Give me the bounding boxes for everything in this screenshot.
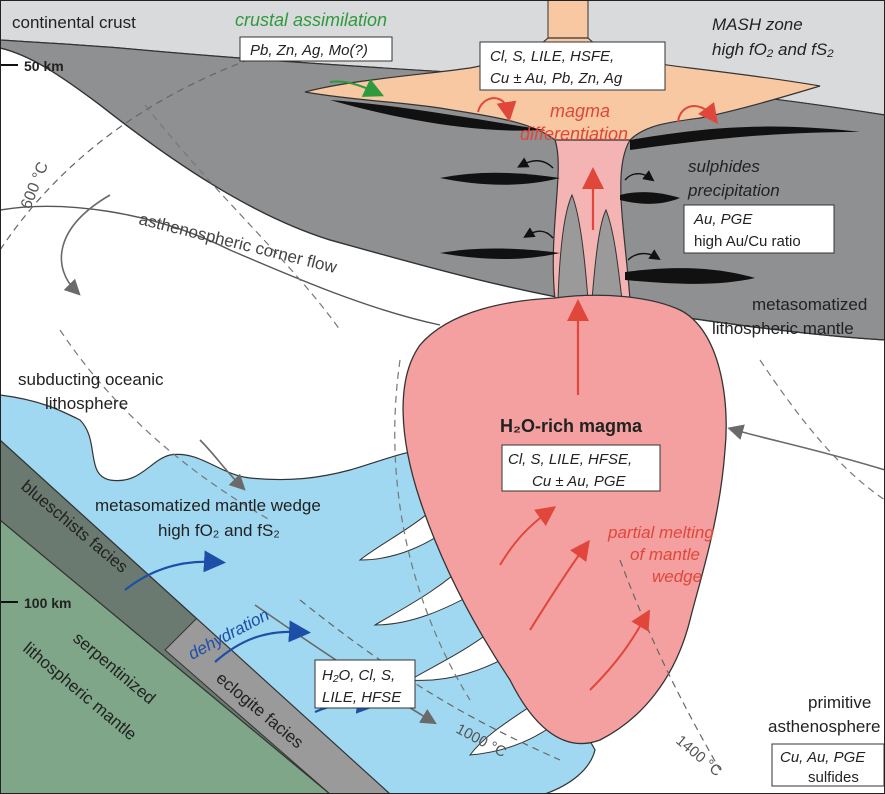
label-sulphides-2: precipitation: [687, 181, 780, 200]
label-primitive-1: primitive: [808, 693, 871, 712]
label-crust-box-2: Cu ± Au, Pb, Zn, Ag: [490, 70, 623, 87]
label-partial-2: of mantle: [630, 545, 700, 564]
label-partial-3: wedge: [652, 567, 702, 586]
label-magma-diff-2: differentiation: [520, 124, 628, 144]
label-magma-diff-1: magma: [550, 101, 610, 121]
label-wedge-1: metasomatized mantle wedge: [95, 496, 321, 515]
label-magma-box-1: Cl, S, LILE, HFSE,: [508, 451, 632, 468]
label-wedge-2: high fO₂ and fS₂: [158, 521, 280, 540]
label-sulph-box-1: Au, PGE: [693, 211, 753, 228]
label-magma-box-2: Cu ± Au, PGE: [532, 473, 627, 490]
label-meta-litho-1: metasomatized: [752, 295, 867, 314]
label-sulphides-1: sulphides: [688, 157, 760, 176]
label-meta-litho-2: lithospheric mantle: [712, 319, 854, 338]
label-crust-box-1: Cl, S, LILE, HSFE,: [490, 48, 614, 65]
label-depth-100: 100 km: [24, 595, 71, 611]
label-mash-1: MASH zone: [712, 15, 803, 34]
label-primitive-2: asthenosphere: [768, 717, 880, 736]
label-crustal-assimilation: crustal assimilation: [235, 10, 387, 30]
label-slab-box-1: H₂O, Cl, S,: [322, 667, 395, 684]
label-crustal-box: Pb, Zn, Ag, Mo(?): [250, 42, 368, 59]
label-asth-box-2: sulfides: [808, 769, 859, 786]
label-asth-box-1: Cu, Au, PGE: [780, 749, 866, 766]
label-h2o-magma: H₂O-rich magma: [500, 416, 643, 436]
label-depth-50: 50 km: [24, 58, 64, 74]
label-subducting-1: subducting oceanic: [18, 370, 164, 389]
label-isotherm-1400: 1400 °C: [672, 732, 725, 780]
label-sulph-box-2: high Au/Cu ratio: [694, 233, 801, 250]
label-isotherm-600: 600 °C: [18, 160, 52, 212]
label-partial-1: partial melting: [607, 523, 714, 542]
label-continental-crust: continental crust: [12, 13, 136, 32]
label-subducting-2: lithosphere: [45, 394, 128, 413]
label-mash-2: high fO₂ and fS₂: [712, 40, 834, 59]
label-slab-box-2: LILE, HFSE: [322, 689, 402, 706]
